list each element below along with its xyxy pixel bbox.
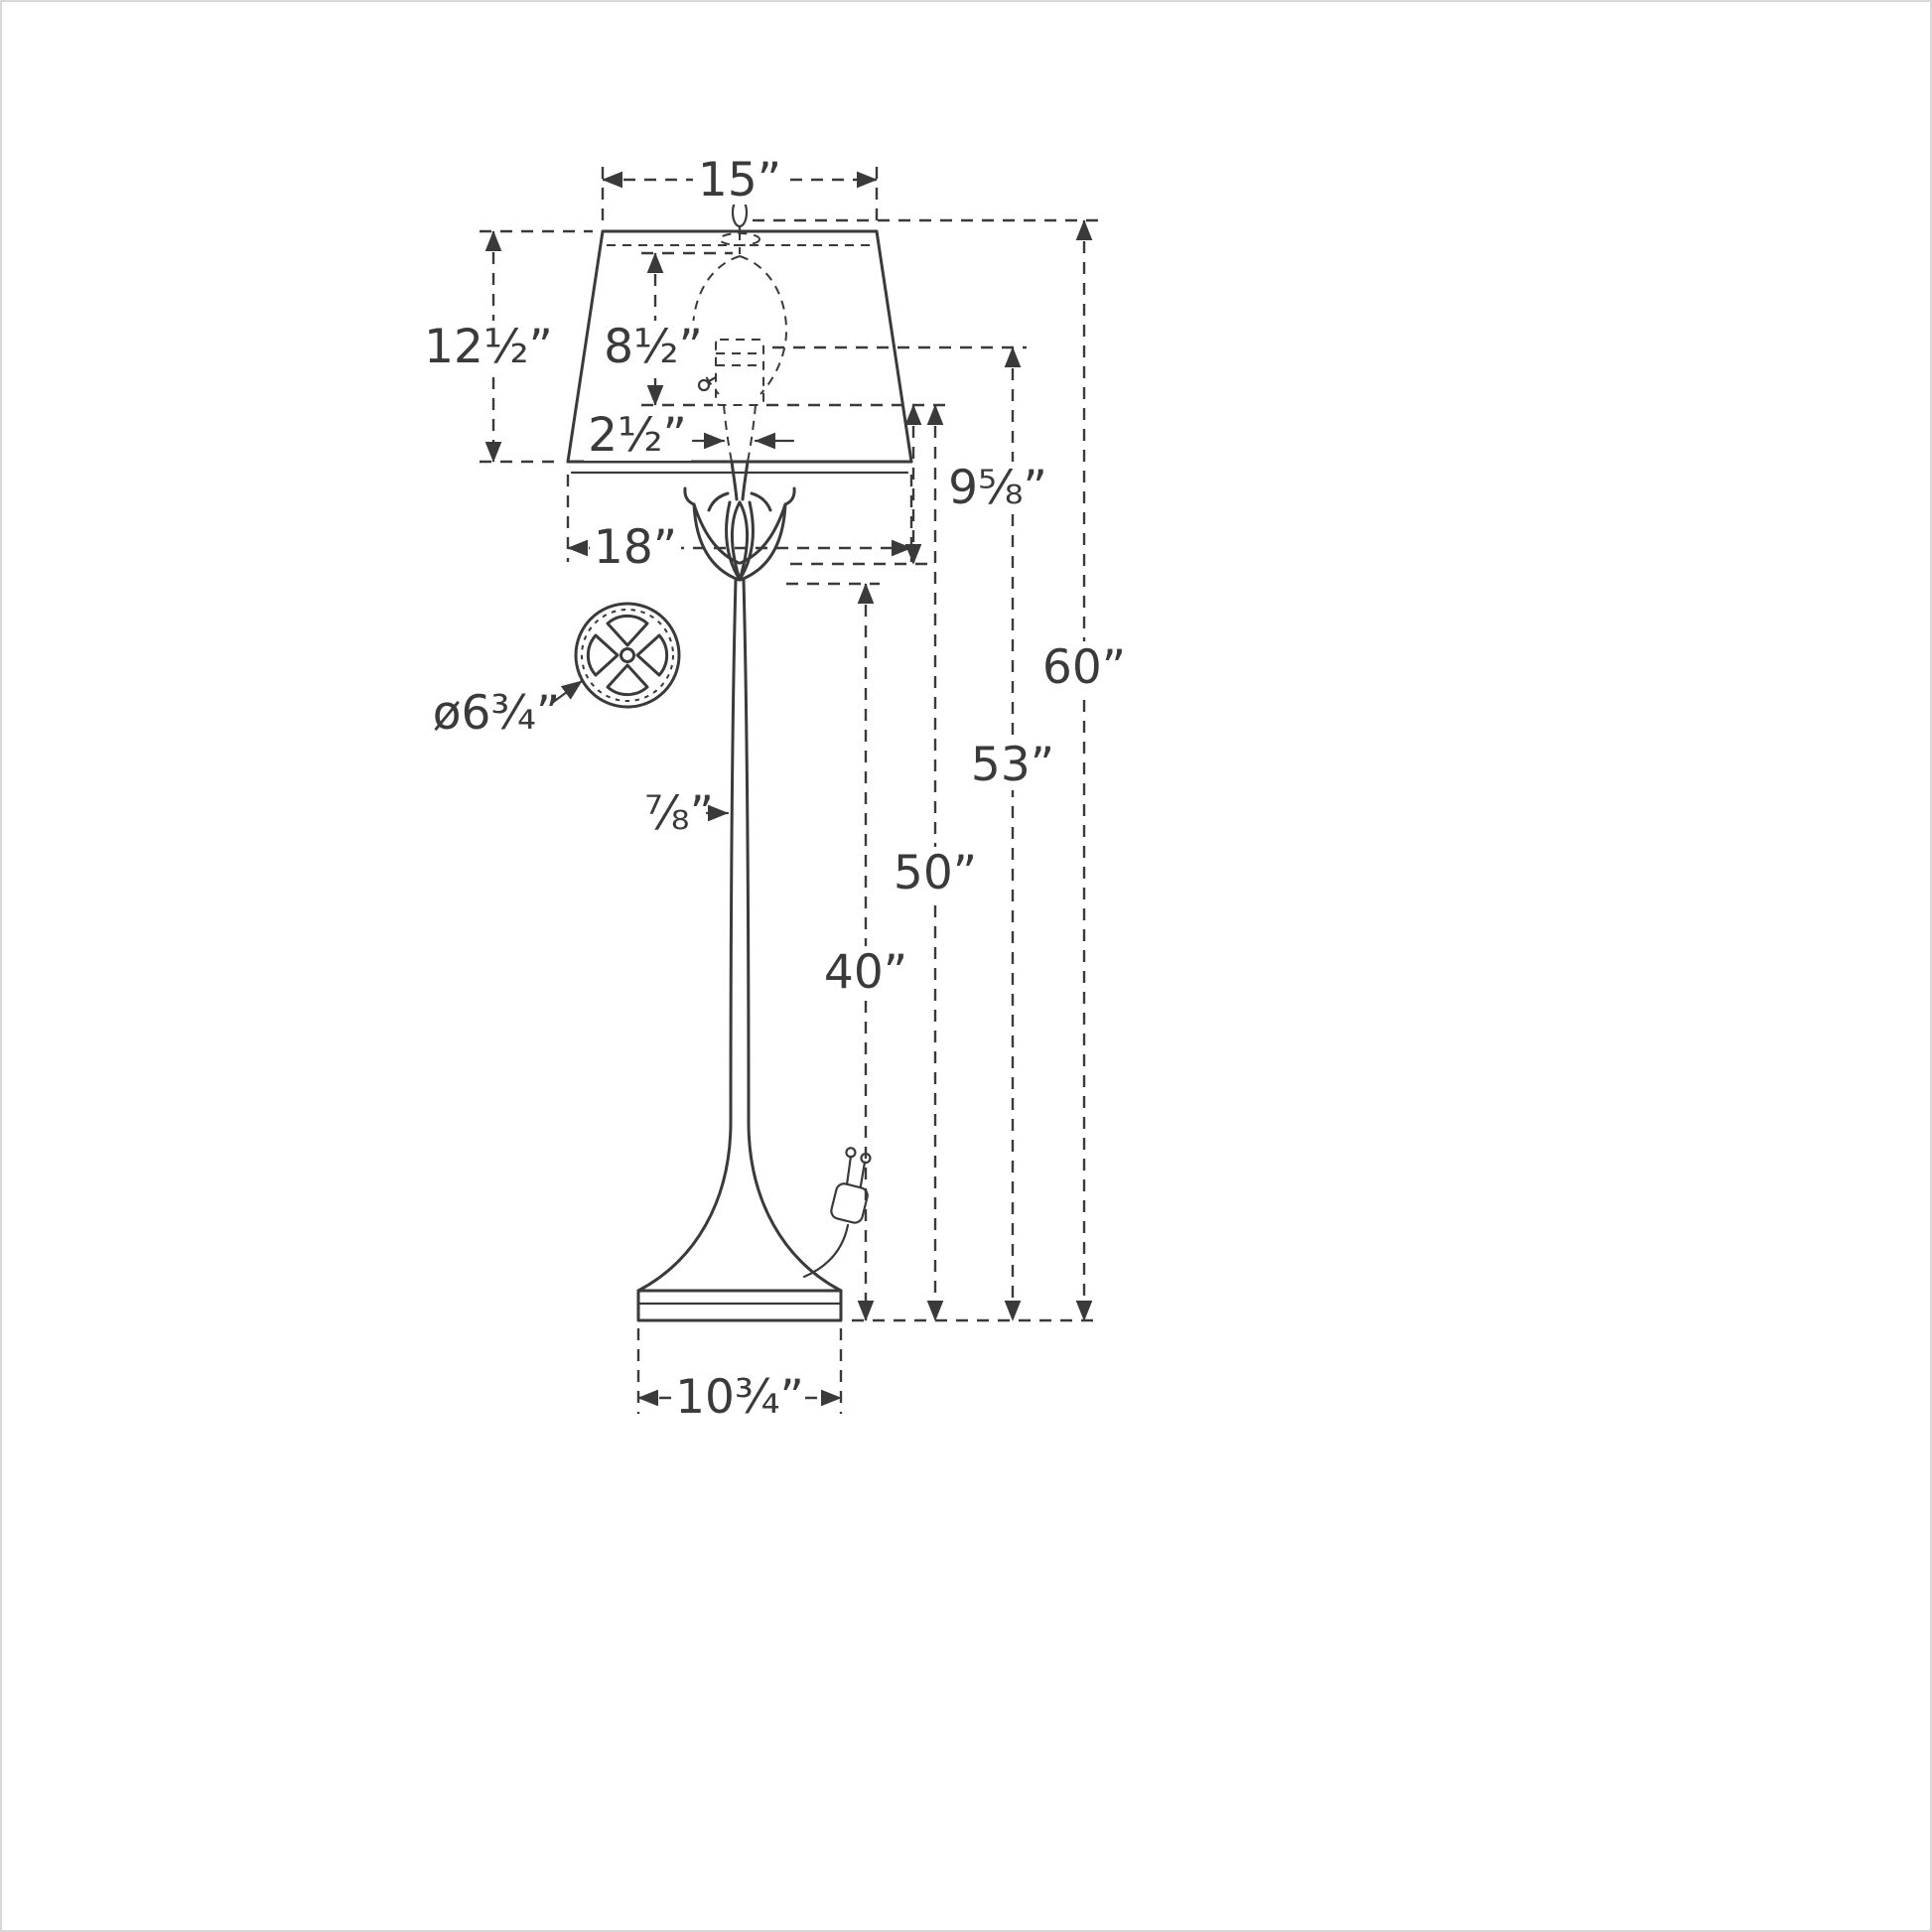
power-cord [802, 1223, 850, 1279]
cord-line [802, 1223, 850, 1279]
label-bg [1029, 641, 1140, 693]
lamp-neck [723, 404, 757, 501]
neck-visible [730, 460, 750, 501]
label-bg [584, 409, 691, 461]
label-bg [957, 739, 1068, 790]
label-bg [674, 1371, 805, 1423]
top-view-outer-circle [574, 602, 681, 709]
label-bg [810, 946, 921, 998]
label-bg [424, 321, 553, 372]
top-view-petal-east [635, 633, 669, 677]
label-bg [693, 153, 786, 205]
plug-body [830, 1182, 869, 1224]
dim-label-harp-height: 8½” [604, 320, 703, 374]
dim-label-stem-diameter: ⅞” [644, 786, 714, 841]
lamp-stem [636, 578, 843, 1293]
label-bg [939, 462, 1056, 513]
label-bg [598, 321, 709, 372]
dim-label-shade-height: 12½” [424, 320, 553, 374]
base-band [636, 1289, 843, 1322]
dim-label-socket-to-flower: 9⅝” [948, 461, 1047, 515]
socket-body [715, 339, 764, 406]
top-view-petal-west [586, 633, 620, 677]
plug-prong-right-tip [860, 1152, 872, 1165]
socket-ribs [716, 352, 763, 366]
flower-inner-petals [725, 500, 755, 580]
lamp-socket [697, 339, 764, 406]
top-view-center-hole [620, 647, 635, 663]
top-view-scallop-edge [581, 609, 674, 702]
shade-sides [566, 229, 913, 464]
plug-prong-left-tip [845, 1147, 857, 1159]
dim-label-flower-diameter: ø6¾” [433, 686, 561, 741]
label-bg [880, 847, 991, 898]
dimension-labels: 15” 12½” 8½” 2½” 9⅝” 18” ø6¾” ⅞” 60” 53”… [424, 153, 1140, 1425]
flower-top-view [574, 602, 681, 709]
dim-label-floor-to-socket-bottom: 50” [894, 846, 977, 900]
power-plug-icon [830, 1147, 872, 1224]
dim-label-floor-to-flower: 40” [824, 945, 907, 1000]
top-view-petal-north [606, 614, 649, 647]
flower-petal-curls [683, 486, 796, 506]
lamp-drawing [566, 189, 913, 1322]
stem-left-edge [636, 578, 738, 1293]
neck-hidden [723, 404, 757, 463]
leader-flower-diameter [550, 679, 584, 705]
dim-label-base-diameter: 10¾” [675, 1370, 804, 1425]
top-view-petal-south [606, 663, 649, 697]
dim-label-shade-top-width: 15” [698, 153, 781, 207]
stem-right-edge [742, 578, 843, 1293]
socket-switch-stub [707, 375, 718, 383]
label-bg [590, 521, 681, 573]
lamp-flower [683, 486, 796, 582]
plug-prong-left [845, 1155, 853, 1185]
harp-right-arm [739, 255, 787, 395]
socket-switch-knob [697, 378, 711, 392]
dim-label-floor-to-socket-top: 53” [971, 738, 1054, 792]
lamp-shade [566, 229, 913, 475]
flower-upper-hooks [707, 491, 772, 512]
dim-label-neck-width: 2½” [588, 408, 687, 463]
plug-prong-right [859, 1161, 867, 1189]
dim-label-overall-height: 60” [1042, 640, 1126, 695]
lamp-base [636, 1289, 843, 1322]
dim-label-shade-bottom-width: 18” [594, 520, 677, 575]
